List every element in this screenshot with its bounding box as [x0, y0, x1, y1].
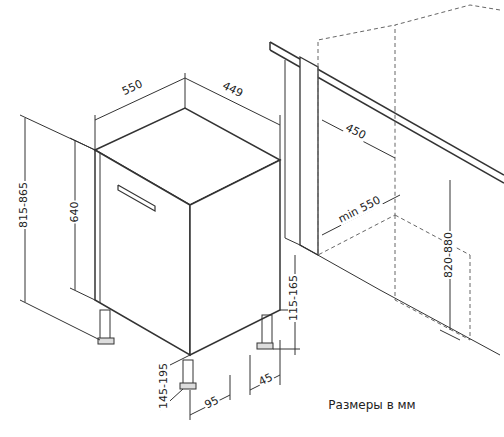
dimension-label: 115-165	[288, 274, 300, 322]
dimension-label: 550	[119, 78, 145, 99]
dimension-label: min 550	[336, 194, 384, 226]
dimension-label: 45	[256, 371, 276, 389]
dimension-label: 820-880	[443, 231, 455, 279]
dimension-label: 145-195	[158, 362, 170, 410]
dimension-label: 640	[68, 201, 80, 224]
dimension-label: 450	[342, 121, 368, 142]
dimension-label: 95	[202, 394, 222, 412]
dimension-label: 815-865	[18, 181, 30, 229]
units-note: Размеры в мм	[327, 399, 416, 411]
dimension-label: 449	[219, 79, 245, 100]
